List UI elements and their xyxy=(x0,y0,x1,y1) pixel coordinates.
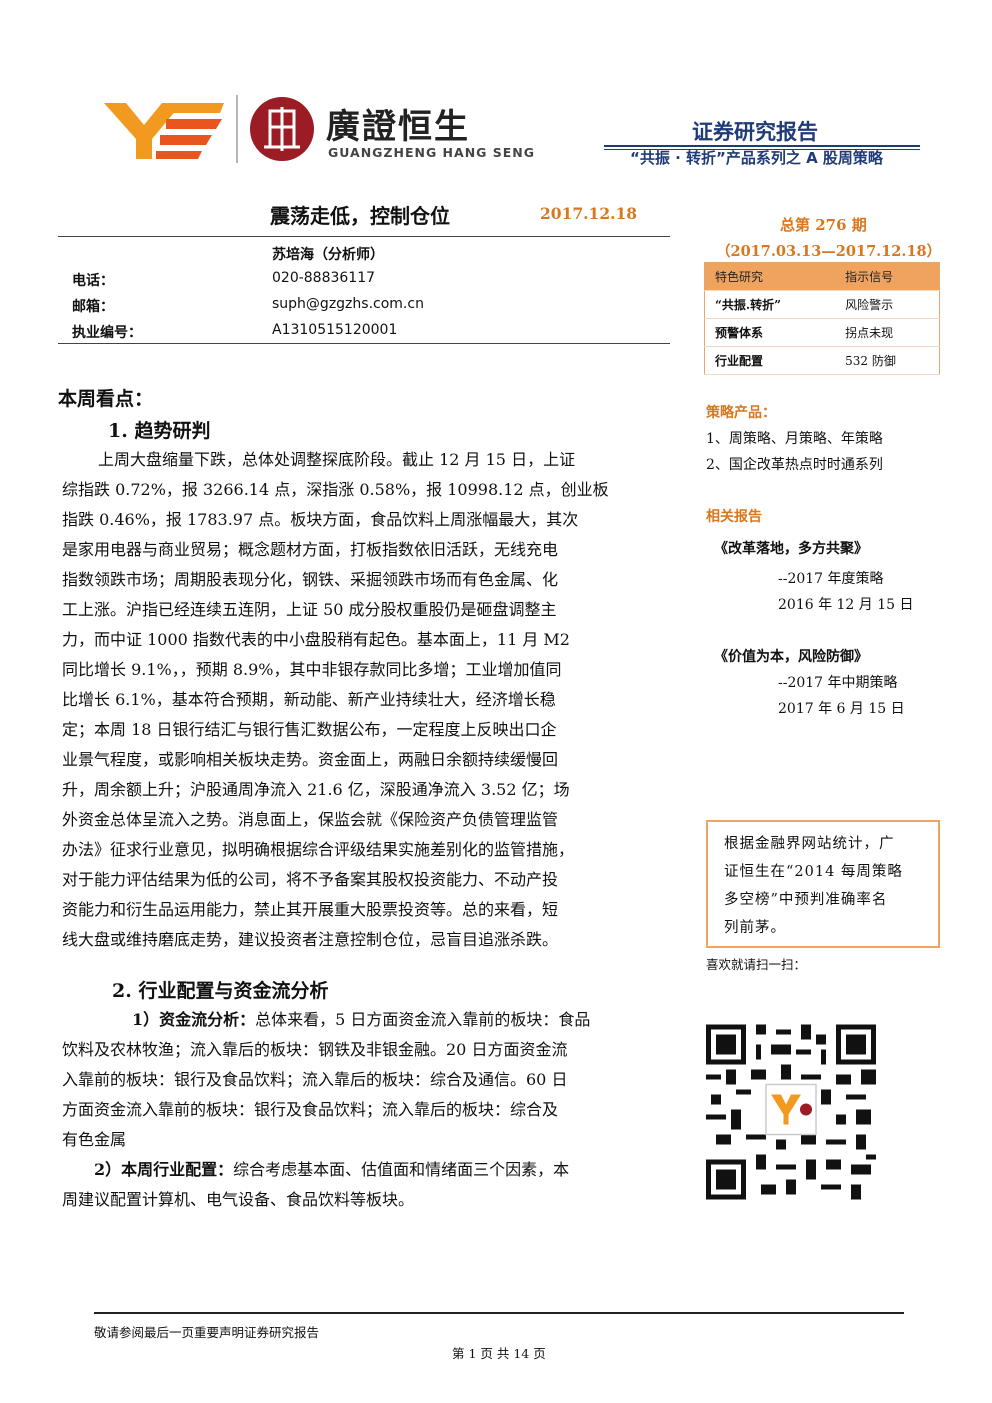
license-label: 执业编号： xyxy=(72,325,142,341)
related-report-title[interactable]: 《价值为本，风险防御》 xyxy=(714,649,868,665)
ranking-note-line: 多空榜”中预判准确率名 xyxy=(724,892,888,908)
table-cell: 532 防御 xyxy=(833,346,940,375)
page-number: 第 1 页 共 14 页 xyxy=(452,1346,546,1361)
fund-flow-text: 总体来看，5 日方面资金流入靠前的板块：食品 xyxy=(255,1010,591,1029)
paragraph-line: 资能力和衍生品运用能力，禁止其开展重大股票投资等。总的来看，短 xyxy=(62,900,559,919)
table-cell: 风险警示 xyxy=(833,290,940,319)
table-cell: 行业配置 xyxy=(704,346,834,375)
related-report-sub: --2017 年度策略 xyxy=(778,571,884,587)
table-cell: “共振.转折” xyxy=(704,290,834,319)
paragraph-line: 办法》征求行业意见，拟明确根据综合评级结果实施差别化的监管措施， xyxy=(62,840,575,859)
signal-table-header: 特色研究 指示信号 xyxy=(704,262,940,291)
section-heading: 本周看点： xyxy=(58,388,154,410)
ranking-note-line: 列前茅。 xyxy=(724,920,786,936)
related-report-date: 2017 年 6 月 15 日 xyxy=(778,701,905,717)
related-report-sub: --2017 年中期策略 xyxy=(778,675,898,691)
paragraph-line: 饮料及农林牧渔；流入靠后的板块：钢铁及非银金融。20 日方面资金流 xyxy=(62,1040,568,1059)
paragraph-line: 1）资金流分析：总体来看，5 日方面资金流入靠前的板块：食品 xyxy=(132,1005,590,1035)
signal-table: 特色研究 指示信号 “共振.转折” 风险警示 预警体系 拐点未现 行业配置 53… xyxy=(704,262,940,375)
ranking-note-box: 根据金融界网站统计，广 证恒生在“2014 每周策略 多空榜”中预判准确率名 列… xyxy=(706,820,940,948)
logo-en-text: GUANGZHENG HANG SENG xyxy=(328,145,536,160)
footer-note: 敬请参阅最后一页重要声明证券研究报告 xyxy=(94,1325,320,1340)
paragraph-line: 有色金属 xyxy=(62,1130,127,1149)
logo-cn-text: 廣證恒生 xyxy=(326,107,470,147)
paragraph-line: 方面资金流入靠前的板块：银行及食品饮料；流入靠后的板块：综合及 xyxy=(62,1100,559,1119)
paragraph-line: 综指跌 0.72%，报 3266.14 点，深指涨 0.58%，报 10998.… xyxy=(62,480,609,499)
paragraph-line: 力，而中证 1000 指数代表的中小盘股稍有起色。基本面上，11 月 M2 xyxy=(62,630,570,649)
header-rule xyxy=(604,145,920,147)
paragraph-line: 比增长 6.1%，基本符合预期，新动能、新产业持续壮大，经济增长稳 xyxy=(62,690,556,709)
series-name: “共振 · 转折”产品系列之 A 股周策略 xyxy=(630,149,883,167)
table-cell: 预警体系 xyxy=(704,318,834,347)
paragraph-line: 是家用电器与商业贸易；概念题材方面，打板指数依旧活跃，无线充电 xyxy=(62,540,559,559)
paragraph-line: 指数领跌市场；周期股表现分化，钢铁、采掘领跌市场而有色金属、化 xyxy=(62,570,559,589)
license-value: A1310515120001 xyxy=(272,322,398,338)
related-report-title[interactable]: 《改革落地，多方共聚》 xyxy=(714,541,868,557)
company-logo: 廣證恒生 GUANGZHENG HANG SENG xyxy=(104,95,534,167)
phone-label: 电话： xyxy=(72,273,114,289)
subsection-heading: 1. 趋势研判 xyxy=(108,420,211,442)
table-row: 预警体系 拐点未现 xyxy=(704,318,940,347)
related-report-date: 2016 年 12 月 15 日 xyxy=(778,597,914,613)
seal-icon xyxy=(250,97,314,161)
email-value[interactable]: suph@gzgzhs.com.cn xyxy=(272,296,424,312)
ye-logo-icon xyxy=(104,103,224,159)
issue-range: （2017.03.13—2017.12.18） xyxy=(716,243,942,260)
paragraph-line: 升，周余额上升；沪股通周净流入 21.6 亿，深股通净流入 3.52 亿；场 xyxy=(62,780,570,799)
report-type: 证券研究报告 xyxy=(692,120,818,144)
table-cell: 拐点未现 xyxy=(833,318,940,347)
strategy-heading: 策略产品： xyxy=(706,405,776,421)
paragraph-line: 周建议配置计算机、电气设备、食品饮料等板块。 xyxy=(62,1190,415,1209)
paragraph-line: 对于能力评估结果为低的公司，将不予备案其股权投资能力、不动产投 xyxy=(62,870,559,889)
issue-number: 总第 276 期 xyxy=(780,216,867,234)
analyst-name: 苏培海（分析师） xyxy=(272,247,384,263)
paragraph-line: 工上涨。沪指已经连续五连阴，上证 50 成分股权重股仍是砸盘调整主 xyxy=(62,600,557,619)
qr-code-icon[interactable] xyxy=(706,1024,876,1200)
analyst-rule xyxy=(58,343,670,344)
scan-prompt: 喜欢就请扫一扫： xyxy=(706,957,807,972)
title-rule xyxy=(58,236,670,237)
header-cell: 特色研究 xyxy=(704,262,834,291)
footer-rule xyxy=(94,1312,904,1314)
paragraph-line: 同比增长 9.1%，，预期 8.9%，其中非银存款同比多增；工业增加值同 xyxy=(62,660,562,679)
industry-config-label: 2）本周行业配置： xyxy=(94,1160,234,1179)
subsection-heading: 2. 行业配置与资金流分析 xyxy=(112,980,329,1002)
email-label: 邮箱： xyxy=(72,299,114,315)
fund-flow-label: 1）资金流分析： xyxy=(132,1010,256,1029)
paragraph-line: 指跌 0.46%，报 1783.97 点。板块方面，食品饮料上周涨幅最大，其次 xyxy=(62,510,579,529)
paragraph-line: 外资金总体呈流入之势。消息面上，保监会就《保险资产负债管理监管 xyxy=(62,810,559,829)
paragraph-line: 入靠前的板块：银行及食品饮料；流入靠后的板块：综合及通信。60 日 xyxy=(62,1070,568,1089)
paragraph-line: 定；本周 18 日银行结汇与银行售汇数据公布，一定程度上反映出口企 xyxy=(62,720,557,739)
strategy-item: 1、周策略、月策略、年策略 xyxy=(706,431,883,447)
ranking-note-line: 根据金融界网站统计，广 xyxy=(724,836,895,852)
paragraph-line: 2）本周行业配置：综合考虑基本面、估值面和情绪面三个因素，本 xyxy=(94,1155,569,1185)
report-date: 2017.12.18 xyxy=(540,204,638,223)
paragraph-line: 上周大盘缩量下跌，总体处调整探底阶段。截止 12 月 15 日，上证 xyxy=(98,450,576,469)
report-title: 震荡走低，控制仓位 xyxy=(270,204,450,228)
industry-config-text: 综合考虑基本面、估值面和情绪面三个因素，本 xyxy=(233,1160,570,1179)
header-rule-thin xyxy=(604,149,920,150)
strategy-item: 2、国企改革热点时时通系列 xyxy=(706,457,883,473)
table-row: “共振.转折” 风险警示 xyxy=(704,290,940,319)
table-row: 行业配置 532 防御 xyxy=(704,346,940,375)
phone-value: 020-88836117 xyxy=(272,270,376,286)
logo-divider xyxy=(236,95,238,163)
paragraph-line: 业景气程度，或影响相关板块走势。资金面上，两融日余额持续缓慢回 xyxy=(62,750,559,769)
paragraph-line: 线大盘或维持磨底走势，建议投资者注意控制仓位，忌盲目追涨杀跌。 xyxy=(62,930,559,949)
ranking-note-line: 证恒生在“2014 每周策略 xyxy=(724,864,903,880)
header-cell: 指示信号 xyxy=(833,262,940,291)
related-heading: 相关报告 xyxy=(706,509,762,525)
